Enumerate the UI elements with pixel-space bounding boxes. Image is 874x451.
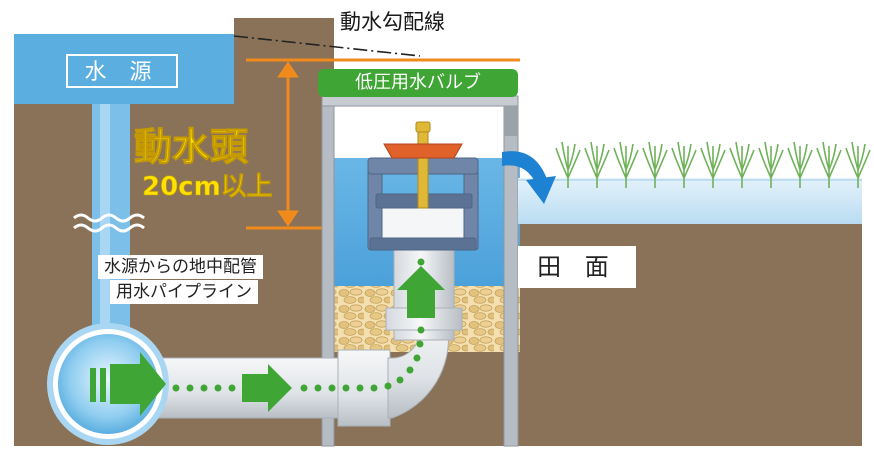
rice-plant bbox=[613, 141, 639, 188]
rice-plant bbox=[758, 141, 784, 188]
rice-plant bbox=[845, 141, 871, 188]
head-height-label: 20cm以上 bbox=[142, 172, 273, 203]
paddy-field bbox=[518, 178, 862, 224]
paddy-surface-label: 田 面 bbox=[518, 246, 636, 288]
pipeline-label-line2: 用水パイプライン bbox=[110, 280, 258, 304]
rice-plant bbox=[729, 141, 755, 188]
rice-plants bbox=[555, 141, 871, 188]
dynamic-head-label: 動水頭 bbox=[133, 125, 249, 170]
pipeline-label-line1: 水源からの地中配管 bbox=[98, 255, 263, 279]
rice-plant bbox=[816, 141, 842, 188]
flow-dotted-path bbox=[172, 258, 425, 392]
valve-label: 低圧用水バルブ bbox=[318, 69, 518, 97]
water-source-label: 水 源 bbox=[66, 54, 178, 88]
wavy-break-icon bbox=[73, 213, 145, 233]
rice-plant bbox=[584, 141, 610, 188]
hydraulic-gradient-line bbox=[233, 35, 421, 57]
rice-plant bbox=[642, 141, 668, 188]
valve-handle-icon bbox=[383, 143, 463, 159]
rice-plant bbox=[671, 141, 697, 188]
water-source-reservoir bbox=[14, 34, 234, 334]
rice-plant bbox=[700, 141, 726, 188]
rice-plant bbox=[787, 141, 813, 188]
low-pressure-valve bbox=[367, 121, 479, 251]
head-dimension-arrow bbox=[277, 61, 299, 227]
underground-pipeline bbox=[47, 239, 463, 445]
hydraulic-gradient-label: 動水勾配線 bbox=[340, 10, 445, 34]
outflow-curved-arrow-icon bbox=[502, 151, 556, 204]
rice-plant bbox=[555, 141, 581, 188]
flow-arrow-icon bbox=[90, 266, 445, 416]
